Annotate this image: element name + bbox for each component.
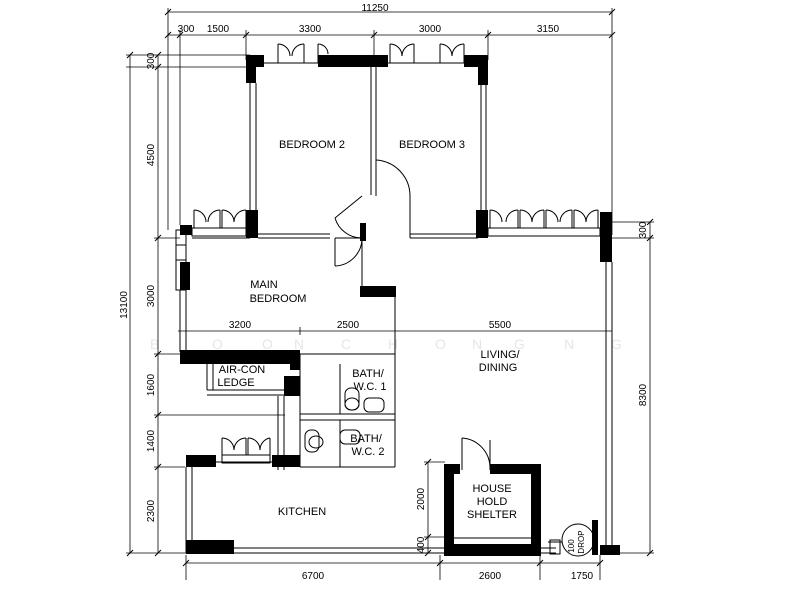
label-shelter-line3: SHELTER bbox=[467, 509, 517, 521]
dim-top-seg: 300 bbox=[178, 24, 195, 35]
walls bbox=[179, 55, 620, 556]
watermark-letter: O bbox=[212, 336, 223, 352]
label-shelter-line1: HOUSE bbox=[472, 483, 511, 495]
dim-left-seg: 1400 bbox=[146, 429, 157, 452]
watermark-letter: O bbox=[262, 336, 273, 352]
label-bedroom-3: BEDROOM 3 bbox=[399, 139, 465, 151]
label-main-bedroom-line1: MAIN bbox=[250, 279, 278, 291]
dim-top-total: 11250 bbox=[361, 3, 389, 14]
dim-left-total: 13100 bbox=[119, 291, 130, 319]
dim-left-seg: 1600 bbox=[146, 373, 157, 396]
dim-left-seg: 2300 bbox=[146, 499, 157, 522]
label-bath2-line2: W.C. 2 bbox=[351, 446, 384, 458]
label-bedroom-2: BEDROOM 2 bbox=[279, 139, 345, 151]
dim-left-seg: 4500 bbox=[146, 143, 157, 166]
dim-mid-seg: 3200 bbox=[229, 320, 252, 331]
dim-shelter-seg: 2000 bbox=[416, 487, 427, 510]
watermark-letter: H bbox=[388, 336, 398, 352]
label-main-bedroom-line2: BEDROOM bbox=[250, 293, 307, 305]
label-refuse-drop-size: 100 bbox=[567, 539, 576, 553]
watermark-letter: N bbox=[564, 336, 574, 352]
label-bath1-line2: W.C. 1 bbox=[353, 381, 386, 393]
watermark-letter: G bbox=[611, 336, 622, 352]
dim-top-seg: 3150 bbox=[537, 24, 560, 35]
label-refuse-drop: DROP bbox=[577, 530, 586, 553]
left-dimensions: 13100 300 4500 3000 1600 1400 2300 bbox=[119, 51, 285, 557]
dim-mid-seg: 5500 bbox=[489, 320, 512, 331]
shelter-dimensions: 2000 400 bbox=[416, 458, 445, 557]
dim-left-seg: 3000 bbox=[146, 284, 157, 307]
watermark-letter: O bbox=[435, 336, 446, 352]
watermark-letter: B bbox=[150, 336, 159, 352]
label-living-line2: DINING bbox=[479, 362, 518, 374]
doors bbox=[334, 159, 595, 557]
dim-right-seg: 300 bbox=[638, 221, 649, 238]
label-aircon-line2: LEDGE bbox=[217, 377, 254, 389]
fixtures bbox=[304, 387, 385, 453]
right-dimensions: 300 8300 bbox=[612, 218, 654, 557]
label-bath1-line1: BATH/ bbox=[352, 368, 385, 380]
watermark-letter: N bbox=[472, 336, 482, 352]
room-labels: BEDROOM 2 BEDROOM 3 MAIN BEDROOM LIVING/… bbox=[217, 139, 586, 554]
label-kitchen: KITCHEN bbox=[278, 506, 326, 518]
dim-top-seg: 3000 bbox=[419, 24, 442, 35]
label-bath2-line1: BATH/ bbox=[350, 433, 383, 445]
watermark-letter: N bbox=[294, 336, 304, 352]
label-aircon-line1: AIR-CON bbox=[219, 364, 266, 376]
watermark: B O O N C H O N G N G bbox=[150, 336, 622, 352]
watermark-letter: G bbox=[514, 336, 525, 352]
dim-bottom-seg: 2600 bbox=[479, 571, 502, 582]
watermark-letter: C bbox=[341, 336, 351, 352]
dim-top-seg: 3300 bbox=[299, 24, 322, 35]
dim-shelter-seg: 400 bbox=[416, 536, 427, 553]
windows bbox=[175, 43, 601, 464]
bottom-dimensions: 6700 2600 1750 bbox=[182, 555, 604, 582]
label-living-line1: LIVING/ bbox=[480, 349, 520, 361]
dim-top-seg: 1500 bbox=[207, 24, 230, 35]
top-dimensions: 11250 300 1500 3300 3000 3150 bbox=[164, 3, 616, 235]
dim-bottom-seg: 1750 bbox=[571, 571, 594, 582]
dim-right-seg: 8300 bbox=[638, 383, 649, 406]
dim-left-seg: 300 bbox=[146, 52, 157, 69]
label-shelter-line2: HOLD bbox=[477, 496, 508, 508]
dim-mid-seg: 2500 bbox=[337, 320, 360, 331]
dim-bottom-seg: 6700 bbox=[302, 571, 325, 582]
